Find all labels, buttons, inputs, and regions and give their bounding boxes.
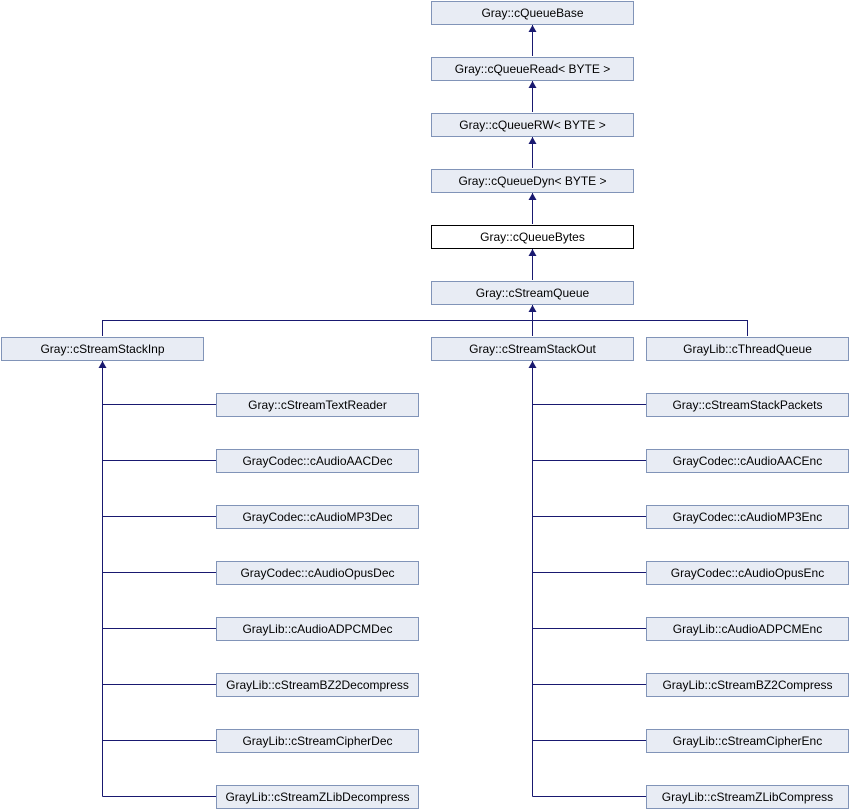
node-queue-dyn[interactable]: Gray::cQueueDyn< BYTE >	[431, 169, 634, 193]
edge-fan-bar	[102, 320, 748, 336]
node-audio-opus-dec[interactable]: GrayCodec::cAudioOpusDec	[216, 561, 419, 585]
node-audio-aac-dec[interactable]: GrayCodec::cAudioAACDec	[216, 449, 419, 473]
node-audio-adpcm-enc[interactable]: GrayLib::cAudioADPCMEnc	[646, 617, 849, 641]
node-audio-adpcm-dec[interactable]: GrayLib::cAudioADPCMDec	[216, 617, 419, 641]
node-stream-bz2-decompress[interactable]: GrayLib::cStreamBZ2Decompress	[216, 673, 419, 697]
node-queue-rw[interactable]: Gray::cQueueRW< BYTE >	[431, 113, 634, 137]
node-audio-mp3-enc[interactable]: GrayCodec::cAudioMP3Enc	[646, 505, 849, 529]
node-thread-queue[interactable]: GrayLib::cThreadQueue	[646, 337, 849, 361]
node-audio-opus-enc[interactable]: GrayCodec::cAudioOpusEnc	[646, 561, 849, 585]
node-audio-mp3-dec[interactable]: GrayCodec::cAudioMP3Dec	[216, 505, 419, 529]
node-stream-stack-out[interactable]: Gray::cStreamStackOut	[431, 337, 634, 361]
node-stream-cipher-dec[interactable]: GrayLib::cStreamCipherDec	[216, 729, 419, 753]
node-stream-stack-inp[interactable]: Gray::cStreamStackInp	[1, 337, 204, 361]
node-stream-text-reader[interactable]: Gray::cStreamTextReader	[216, 393, 419, 417]
node-stream-stack-packets[interactable]: Gray::cStreamStackPackets	[646, 393, 849, 417]
node-audio-aac-enc[interactable]: GrayCodec::cAudioAACEnc	[646, 449, 849, 473]
node-queue-base[interactable]: Gray::cQueueBase	[431, 1, 634, 25]
node-queue-bytes: Gray::cQueueBytes	[431, 225, 634, 249]
node-stream-zlib-decompress[interactable]: GrayLib::cStreamZLibDecompress	[216, 785, 419, 809]
node-stream-cipher-enc[interactable]: GrayLib::cStreamCipherEnc	[646, 729, 849, 753]
node-stream-queue[interactable]: Gray::cStreamQueue	[431, 281, 634, 305]
node-stream-zlib-compress[interactable]: GrayLib::cStreamZLibCompress	[646, 785, 849, 809]
node-stream-bz2-compress[interactable]: GrayLib::cStreamBZ2Compress	[646, 673, 849, 697]
node-queue-read[interactable]: Gray::cQueueRead< BYTE >	[431, 57, 634, 81]
